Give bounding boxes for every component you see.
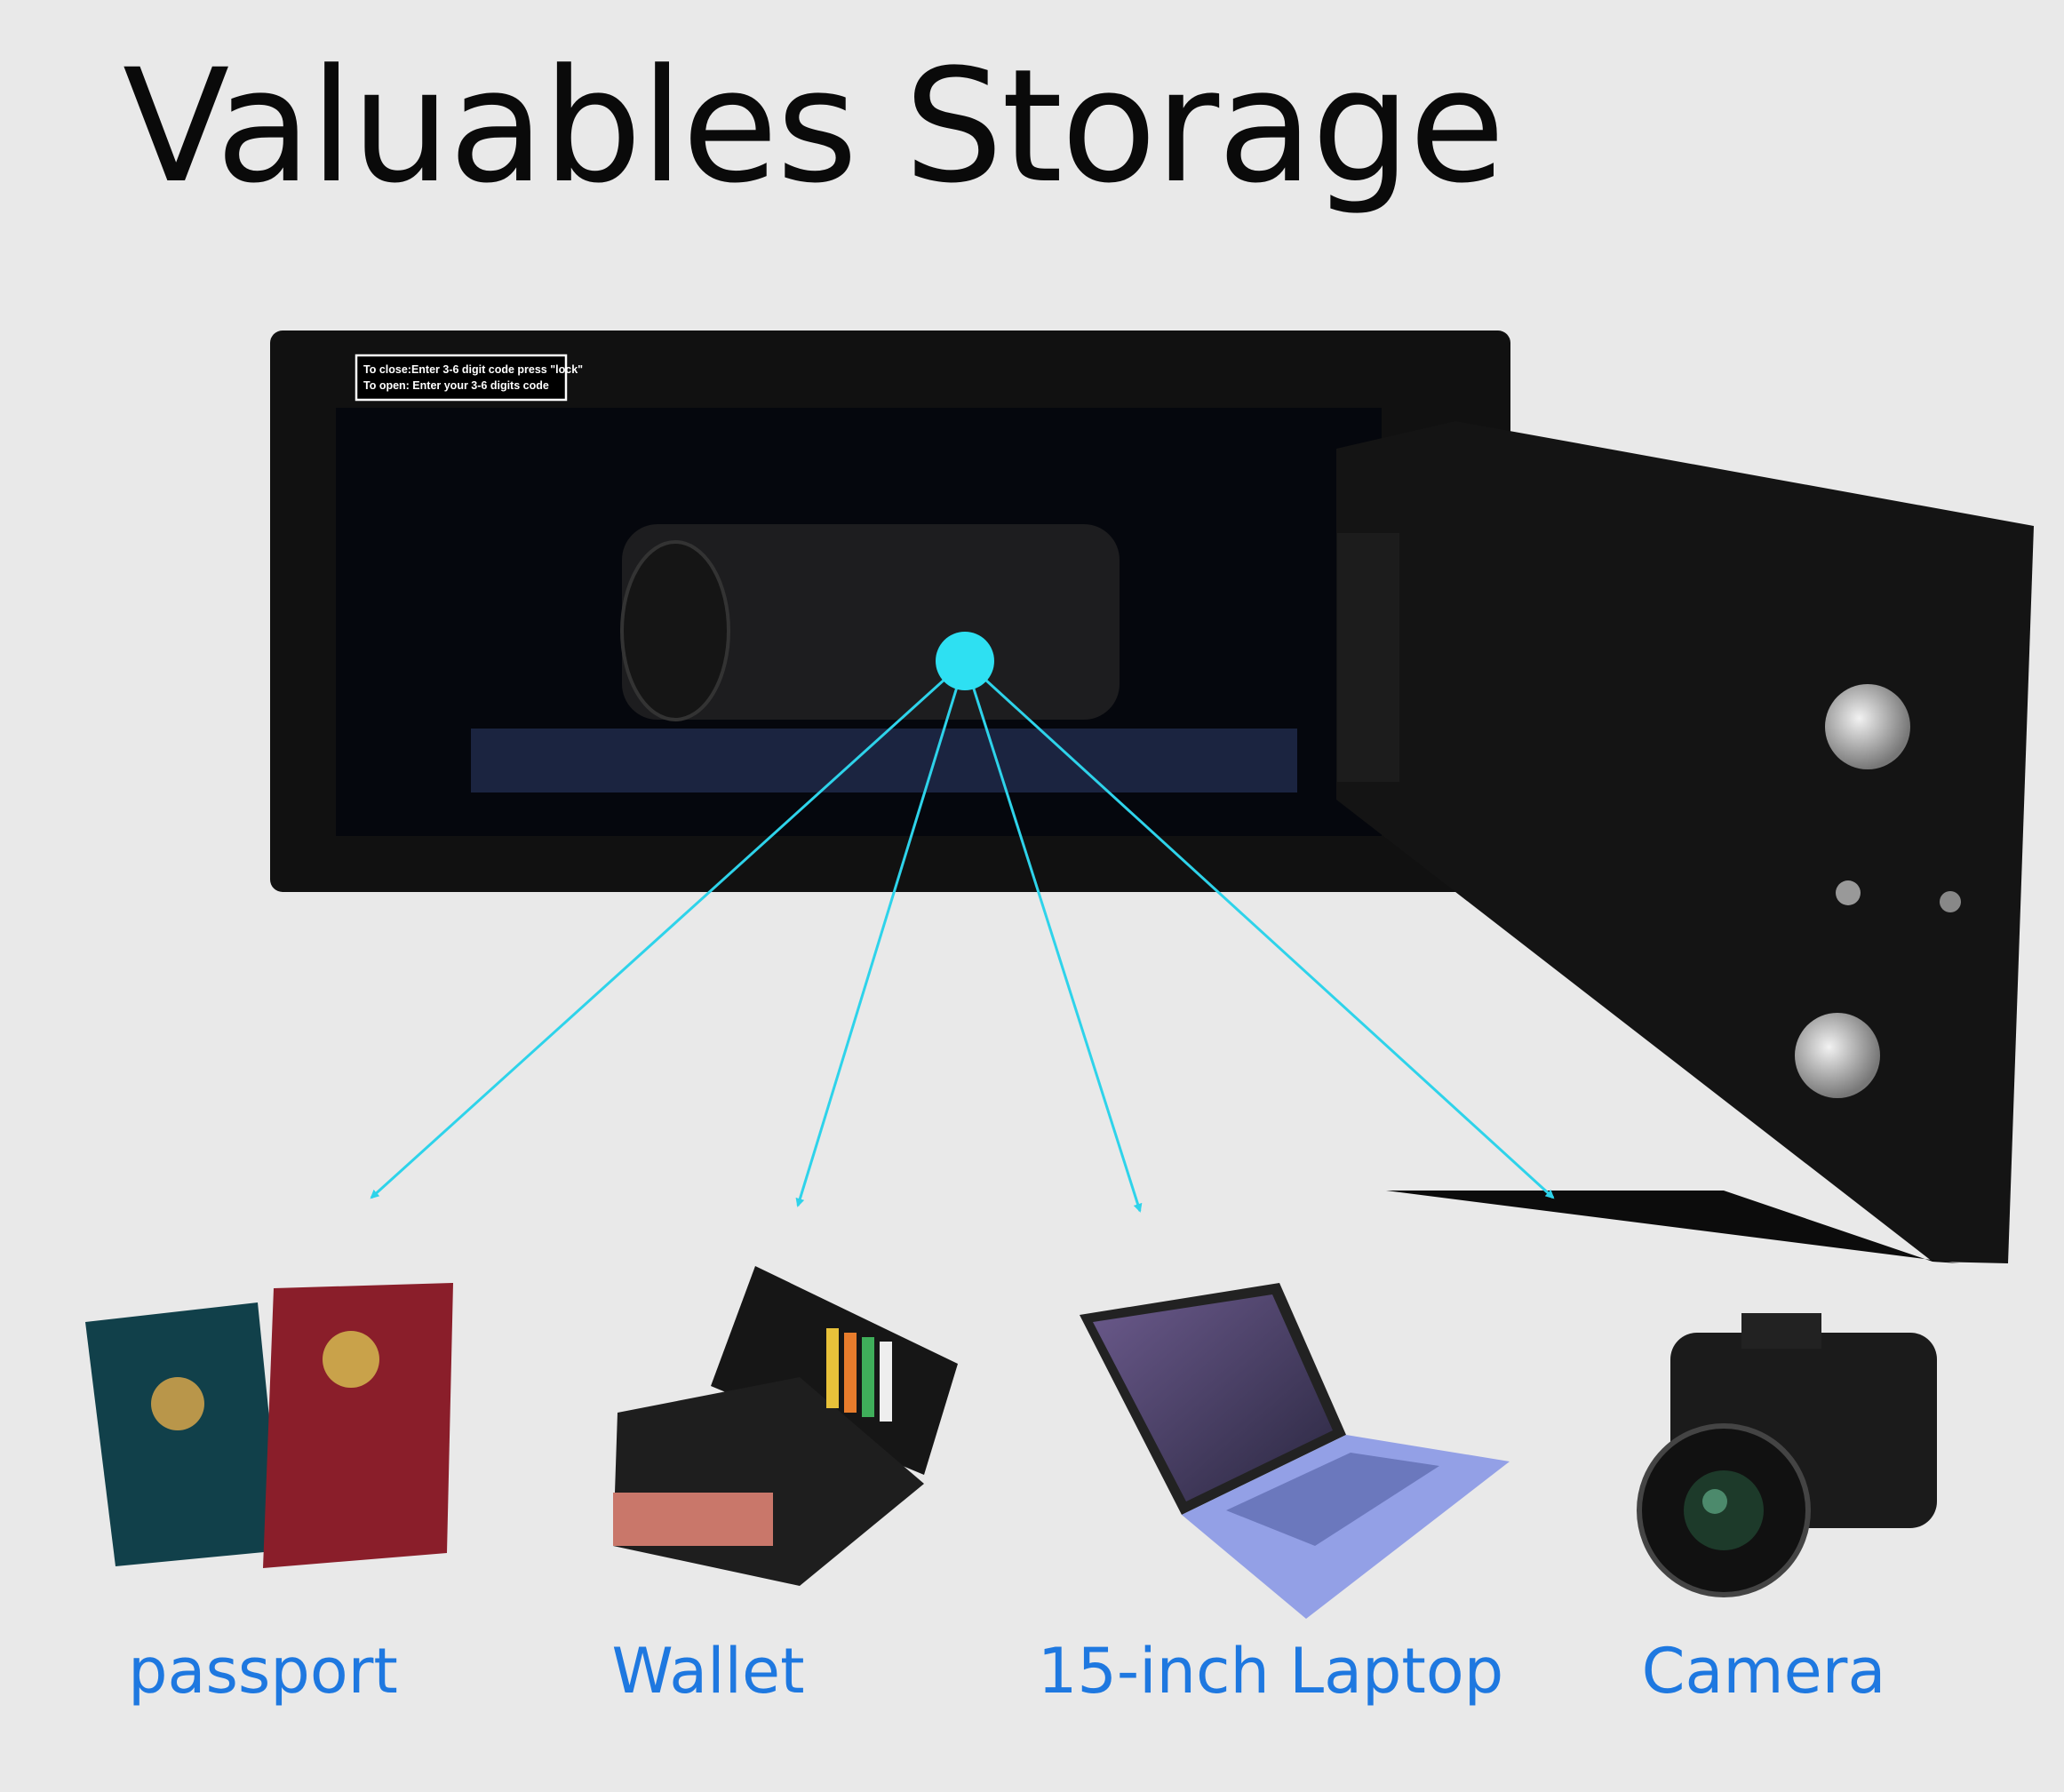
item-label-wallet: Wallet — [611, 1635, 805, 1708]
item-label-passport: passport — [128, 1635, 398, 1708]
lock-knob-upper — [1825, 684, 1910, 769]
safe-door[interactable] — [1336, 421, 2034, 1263]
inner-camera-image — [620, 524, 1120, 721]
passport-image — [85, 1283, 453, 1568]
page-title: Valuables Storage — [123, 36, 1505, 218]
arrow-to-laptop — [963, 660, 1143, 1213]
item-label-camera: Camera — [1641, 1635, 1886, 1708]
lock-knob-lower — [1795, 1013, 1880, 1098]
arrow-to-wallet — [795, 660, 967, 1207]
camera-image — [1637, 1313, 1937, 1597]
pointer-arrows — [370, 659, 1555, 1213]
focus-dot — [936, 632, 994, 690]
safe-body: To close:Enter 3-6 digit code press "loc… — [270, 331, 1510, 892]
laptop-image — [1080, 1283, 1510, 1619]
wallet-image — [613, 1266, 958, 1586]
sticker-line-1: To close:Enter 3-6 digit code press "loc… — [363, 363, 583, 376]
arrow-to-passport — [370, 659, 967, 1199]
sticker-line-2: To open: Enter your 3-6 digits code — [363, 379, 549, 392]
item-label-laptop: 15-inch Laptop — [1037, 1635, 1504, 1708]
arrow-to-camera — [963, 659, 1555, 1199]
instruction-sticker: To close:Enter 3-6 digit code press "loc… — [355, 354, 583, 402]
